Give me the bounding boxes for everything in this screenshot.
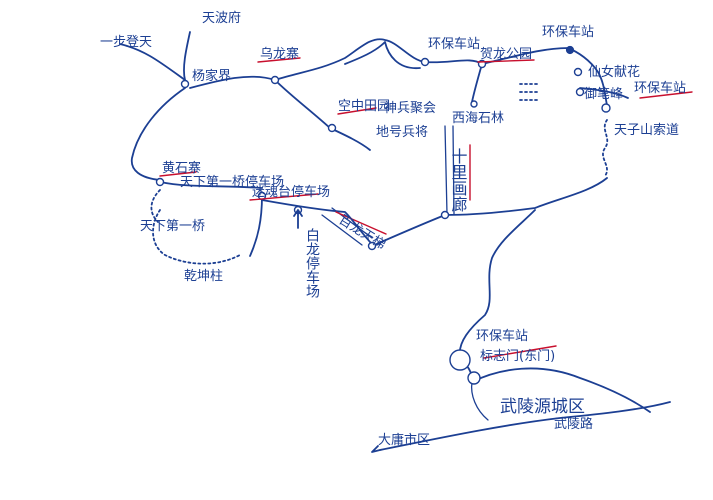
- route-mihun-bailong: [261, 199, 373, 245]
- underline-mihun: [249, 193, 319, 201]
- route-tr-right: [579, 87, 629, 99]
- label-kongzhong: 空中田园: [338, 99, 390, 114]
- underline-hejiawan: [477, 59, 535, 63]
- label-wulingyuan: 武陵源城区: [500, 397, 585, 417]
- label-wulongzhai: 乌龙寨: [260, 46, 299, 62]
- route-yangjiajie-wulongzhai: [189, 75, 276, 89]
- trail-huangshi-left: [150, 189, 161, 223]
- node-huanbao-tr: [565, 45, 575, 55]
- label-tianxia-stop: 天下第一桥停车场: [180, 174, 284, 190]
- route-wulongzhai-kongzhong: [274, 79, 331, 129]
- label-yubi: 御笔峰: [584, 86, 623, 102]
- underline-bailong: [335, 211, 387, 235]
- node-shili: [440, 210, 450, 220]
- trail-tianxia: [152, 209, 241, 265]
- node-wulongzhai: [270, 75, 280, 85]
- label-qiankun: 乾坤柱: [184, 269, 223, 284]
- label-bailong-stop: 白龙停车场: [304, 228, 320, 299]
- route-xihai: [471, 63, 483, 103]
- arrow-bailong-up-icon: [293, 209, 303, 229]
- label-tianbofu: 天波府: [202, 11, 241, 26]
- node-yubi: [575, 87, 585, 97]
- label-biaozhimen: 标志门(东门): [480, 349, 555, 364]
- trail-tianzishan: [602, 119, 609, 177]
- node-xihai: [470, 100, 478, 108]
- label-hejiawan: 贺龙公园: [480, 47, 532, 62]
- label-dayong: 大庸市区: [378, 432, 430, 448]
- label-xihai: 西海石林: [452, 111, 504, 126]
- node-huanbao-top: [420, 57, 430, 67]
- route-yangjiajie-west: [130, 87, 186, 181]
- underline-biaozhimen: [483, 345, 557, 359]
- node-shanshan: [573, 67, 583, 77]
- node-kongzhong: [327, 123, 337, 133]
- route-tianbofu-yangjiajie: [183, 31, 191, 81]
- label-wulinglu: 武陵路: [554, 416, 593, 432]
- node-gate-small: [467, 371, 481, 385]
- label-dihao: 地号兵将: [376, 125, 428, 140]
- label-huanbao-top: 环保车站: [428, 36, 480, 52]
- label-tianzishan: 天子山索道: [614, 123, 679, 138]
- route-wulongzhai-top: [274, 38, 483, 81]
- label-huangshijie: 黄石寨: [162, 160, 201, 176]
- node-yangjiajie: [180, 79, 190, 89]
- node-huanbao-right: [601, 103, 611, 113]
- trail-ropeway: [519, 83, 541, 101]
- route-shili-vertical: [444, 125, 455, 215]
- label-shili: 十里画廊: [449, 148, 468, 212]
- route-east-to-gate: [458, 209, 536, 357]
- underline-huangshijie: [159, 171, 197, 177]
- label-shenbing: 神兵聚会: [384, 101, 436, 116]
- route-bailong-shili: [371, 214, 446, 247]
- label-huanbao-right: 环保车站: [634, 80, 686, 96]
- wulingyuan-district-boundary-left: [470, 381, 489, 421]
- label-yangjiajie: 杨家界: [192, 68, 231, 84]
- route-yibutian-yangjiajie: [119, 43, 186, 81]
- label-tianxia: 天下第一桥: [140, 219, 205, 234]
- label-huanbao-bottom: 环保车站: [476, 328, 528, 344]
- route-shili-south: [444, 177, 608, 216]
- wulingyuan-district-boundary: [471, 367, 651, 413]
- route-tr-cluster: [481, 47, 609, 111]
- route-top-loop: [344, 41, 421, 69]
- underline-kongzhong: [337, 107, 377, 115]
- arrow-dayong-icon: [371, 445, 381, 453]
- route-huangshijie-tianxia: [159, 181, 263, 189]
- underline-wulongzhai: [257, 57, 301, 63]
- label-bailong: 百龙天梯: [336, 213, 388, 253]
- underline-huanbao-right: [639, 91, 693, 99]
- route-wuling-road: [379, 401, 671, 451]
- route-kongzhong-loop: [329, 127, 371, 151]
- node-huangshijie: [155, 177, 165, 187]
- node-bailong: [367, 241, 377, 251]
- label-shanshan: 仙女献花: [588, 64, 640, 80]
- label-yibutian: 一步登天: [100, 35, 152, 50]
- node-gate: [449, 349, 471, 371]
- label-mihun: 迷魂台停车场: [252, 184, 330, 200]
- label-huanbao-tr: 环保车站: [542, 24, 594, 40]
- route-mihun-down: [249, 195, 263, 257]
